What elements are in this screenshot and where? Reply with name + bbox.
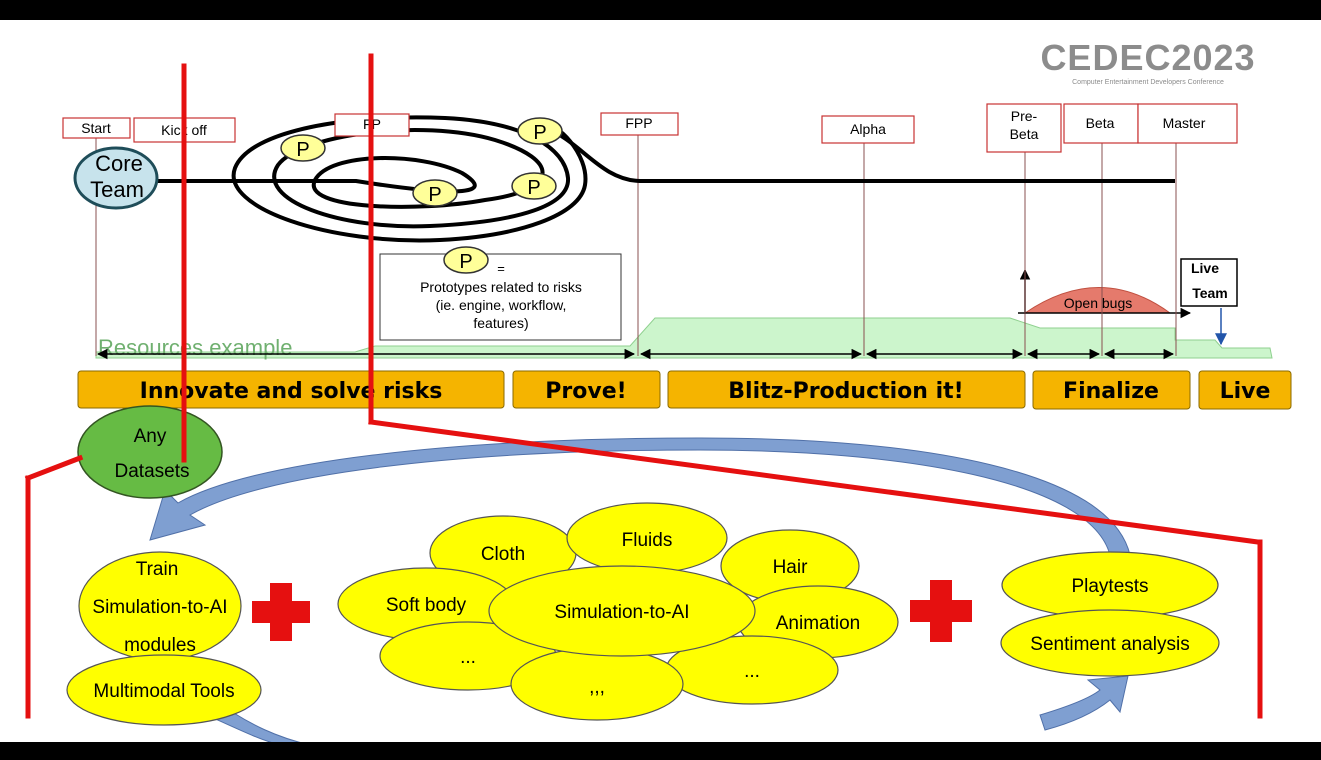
- svg-text:Multimodal Tools: Multimodal Tools: [93, 681, 234, 702]
- svg-text:Simulation-to-AI: Simulation-to-AI: [92, 597, 227, 618]
- sim-cluster: Cloth Fluids Hair Animation Soft body ..…: [337, 502, 899, 721]
- svg-text:Any: Any: [134, 426, 167, 447]
- prototype-legend: P = Prototypes related to risks (ie. eng…: [379, 246, 622, 341]
- multimodal-tools-node: Multimodal Tools: [66, 654, 262, 726]
- svg-text:Prototypes related to risks: Prototypes related to risks: [420, 279, 582, 295]
- train-modules-node: Train Simulation-to-AI modules: [78, 551, 242, 661]
- core-team-node: [73, 146, 159, 210]
- milestone-fpp: FPP: [600, 112, 679, 136]
- any-datasets-node: Any Datasets: [77, 405, 223, 499]
- sentiment-node: Sentiment analysis: [1000, 609, 1220, 677]
- core-team-line1: Core: [95, 151, 143, 176]
- svg-text:Train: Train: [136, 559, 179, 580]
- left-group: Train Simulation-to-AI modules Multimoda…: [66, 551, 262, 726]
- svg-text:modules: modules: [124, 635, 196, 656]
- svg-text:P: P: [527, 177, 540, 199]
- core-team-line2: Team: [90, 177, 144, 202]
- phase-live: Live: [1198, 370, 1292, 410]
- svg-text:...: ...: [744, 661, 760, 682]
- svg-text:Beta: Beta: [1086, 115, 1115, 131]
- svg-text:Fluids: Fluids: [622, 530, 673, 551]
- svg-text:Pre-: Pre-: [1011, 108, 1038, 124]
- phase-innovate: Innovate and solve risks: [77, 370, 505, 409]
- svg-text:Start: Start: [81, 120, 111, 136]
- open-bugs-area: [1023, 287, 1172, 314]
- phase-blitz: Blitz-Production it!: [667, 370, 1026, 409]
- p-marker-2: P: [517, 117, 563, 145]
- svg-text:Blitz-Production it!: Blitz-Production it!: [728, 379, 963, 404]
- sim-item-ellipsis-left: ...: [379, 621, 557, 691]
- svg-text:P: P: [533, 122, 546, 144]
- svg-text:(ie. engine, workflow,: (ie. engine, workflow,: [436, 297, 567, 313]
- svg-text:CEDEC2023: CEDEC2023: [1040, 37, 1255, 78]
- plus-signs: [252, 580, 972, 642]
- milestone-start: Start: [62, 117, 131, 139]
- cedec-logo: CEDEC2023 Computer Entertainment Develop…: [1040, 37, 1255, 86]
- svg-text:Cloth: Cloth: [481, 544, 525, 565]
- svg-text:Sentiment analysis: Sentiment analysis: [1030, 634, 1189, 655]
- p-marker-3: P: [412, 179, 458, 207]
- svg-text:P: P: [296, 139, 309, 161]
- svg-text:Master: Master: [1163, 115, 1206, 131]
- sim-item-fluids: Fluids: [566, 502, 728, 574]
- svg-text:Computer Entertainment Develop: Computer Entertainment Developers Confer…: [1072, 79, 1224, 86]
- milestone-master: Master: [1137, 103, 1238, 144]
- svg-text:=: =: [497, 261, 505, 276]
- p-marker-4: P: [511, 172, 557, 200]
- svg-text:FPP: FPP: [625, 115, 652, 131]
- open-bugs-label: Open bugs: [1064, 295, 1133, 311]
- zoom-callout-lines: [24, 53, 1263, 719]
- letterbox-top: [0, 0, 1321, 20]
- phase-prove: Prove!: [512, 370, 661, 409]
- svg-text:Alpha: Alpha: [850, 121, 886, 137]
- phase-finalize: Finalize: [1032, 370, 1191, 410]
- right-group: Playtests Sentiment analysis: [1000, 551, 1220, 677]
- prototype-markers: P P P P: [280, 117, 563, 207]
- svg-text:Beta: Beta: [1010, 126, 1039, 142]
- svg-text:Simulation-to-AI: Simulation-to-AI: [554, 602, 689, 623]
- svg-text:Innovate and solve risks: Innovate and solve risks: [140, 379, 443, 404]
- p-marker-1: P: [280, 134, 326, 162]
- plus-icon-right: [910, 580, 972, 642]
- letterbox-bottom: [0, 742, 1321, 755]
- playtests-node: Playtests: [1001, 551, 1219, 619]
- milestone-alpha: Alpha: [821, 115, 915, 144]
- svg-text:Animation: Animation: [776, 613, 861, 634]
- svg-text:Datasets: Datasets: [115, 461, 190, 482]
- svg-text:Live: Live: [1220, 379, 1271, 404]
- svg-text:Playtests: Playtests: [1071, 576, 1148, 597]
- svg-text:Soft body: Soft body: [386, 595, 467, 616]
- svg-text:Finalize: Finalize: [1063, 379, 1159, 404]
- resources-area: [95, 317, 1273, 359]
- svg-text:,,,: ,,,: [589, 677, 605, 698]
- phase-bars: Innovate and solve risks Prove! Blitz-Pr…: [77, 370, 1292, 410]
- svg-text:Live: Live: [1191, 260, 1219, 276]
- live-team-box: Live Team: [1180, 258, 1238, 346]
- milestone-beta: Beta: [1063, 103, 1139, 144]
- resources-label: Resources example: [98, 335, 292, 360]
- svg-text:features): features): [473, 315, 528, 331]
- svg-text:Prove!: Prove!: [545, 379, 626, 404]
- sim-item-ellipsis-bottom: ,,,: [510, 647, 684, 721]
- svg-text:...: ...: [460, 647, 476, 668]
- milestone-prebeta: Pre- Beta: [986, 103, 1062, 153]
- svg-text:P: P: [459, 251, 472, 273]
- svg-text:Team: Team: [1192, 285, 1228, 301]
- sim-center: Simulation-to-AI: [488, 565, 756, 657]
- svg-text:P: P: [428, 184, 441, 206]
- svg-text:Hair: Hair: [773, 557, 809, 578]
- plus-icon-left: [252, 583, 310, 641]
